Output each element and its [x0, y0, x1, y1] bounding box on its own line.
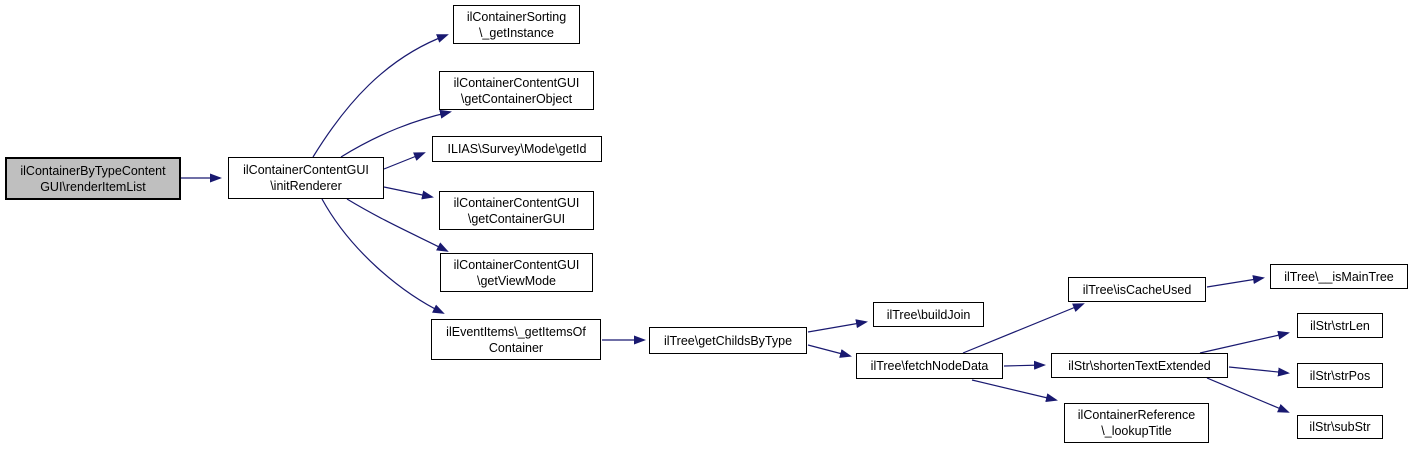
node-label: ilContainerContentGUI \getViewMode [453, 257, 580, 288]
node-shorten-text-extended[interactable]: ilStr\shortenTextExtended [1051, 353, 1228, 378]
node-label: ilContainerReference \_lookupTitle [1077, 408, 1196, 438]
edge-fetchnodedata-lookuptitle [971, 379, 1058, 403]
node-label: ilTree\__isMainTree [1284, 269, 1394, 284]
edge-initrenderer-getitemsofcontainer [321, 198, 445, 314]
node-is-cache-used[interactable]: ilTree\isCacheUsed [1068, 277, 1206, 302]
edge-iscacheused-ismaintree [1206, 275, 1265, 288]
node-get-container-gui[interactable]: ilContainerContentGUI \getContainerGUI [439, 191, 594, 230]
node-label: ilContainerByTypeContent GUI\renderItemL… [20, 163, 166, 194]
edge-fetchnodedata-shortentextextended [1003, 360, 1046, 370]
node-label: ilStr\shortenTextExtended [1068, 358, 1211, 373]
node-label: ilTree\getChildsByType [663, 333, 793, 348]
node-get-childs-by-type[interactable]: ilTree\getChildsByType [649, 327, 807, 354]
edge-initrenderer-getcontainerobject [340, 109, 452, 158]
node-render-item-list: ilContainerByTypeContent GUI\renderItemL… [5, 157, 181, 200]
edge-fetchnodedata-iscacheused [962, 303, 1085, 354]
node-get-container-object[interactable]: ilContainerContentGUI \getContainerObjec… [439, 71, 594, 110]
edge-shortentextextended-strlen [1199, 330, 1290, 354]
node-label: ILIAS\Survey\Mode\getId [447, 142, 587, 156]
edge-getchildsbytype-fetchnodedata [807, 344, 852, 358]
node-lookup-title[interactable]: ilContainerReference \_lookupTitle [1064, 403, 1209, 443]
edge-shortentextextended-strpos [1228, 366, 1290, 377]
node-label: ilTree\buildJoin [886, 307, 971, 322]
node-label: ilContainerContentGUI \getContainerGUI [453, 195, 580, 226]
node-label: ilContainerContentGUI \initRenderer [243, 163, 369, 193]
node-sub-str[interactable]: ilStr\subStr [1297, 415, 1383, 439]
node-init-renderer[interactable]: ilContainerContentGUI \initRenderer [228, 157, 384, 199]
node-label: ilStr\strLen [1310, 318, 1370, 333]
node-get-items-of-container[interactable]: ilEventItems\_getItemsOf Container [431, 319, 601, 360]
edge-getchildsbytype-buildjoin [807, 319, 868, 333]
node-label: ilContainerContentGUI \getContainerObjec… [453, 75, 580, 106]
node-label: ilTree\fetchNodeData [870, 359, 989, 373]
node-get-instance[interactable]: ilContainerSorting \_getInstance [453, 5, 580, 44]
node-build-join[interactable]: ilTree\buildJoin [873, 302, 984, 327]
node-fetch-node-data[interactable]: ilTree\fetchNodeData [856, 353, 1003, 379]
node-label: ilTree\isCacheUsed [1082, 282, 1192, 297]
node-label: ilEventItems\_getItemsOf Container [446, 324, 586, 355]
node-label: ilStr\strPos [1309, 368, 1371, 383]
node-str-len[interactable]: ilStr\strLen [1297, 313, 1383, 338]
edge-initrenderer-getinstance [312, 34, 449, 158]
node-label: ilStr\subStr [1309, 420, 1371, 434]
node-get-id[interactable]: ILIAS\Survey\Mode\getId [432, 136, 602, 162]
node-str-pos[interactable]: ilStr\strPos [1297, 363, 1383, 388]
node-label: ilContainerSorting \_getInstance [466, 9, 567, 40]
edge-initrenderer-getcontainergui [383, 186, 434, 200]
edge-initrenderer-getviewmode [346, 198, 449, 252]
edge-initrenderer-getid [383, 152, 426, 170]
node-get-view-mode[interactable]: ilContainerContentGUI \getViewMode [440, 253, 593, 292]
edge-shortentextextended-substr [1206, 377, 1290, 413]
node-is-main-tree[interactable]: ilTree\__isMainTree [1270, 264, 1408, 289]
